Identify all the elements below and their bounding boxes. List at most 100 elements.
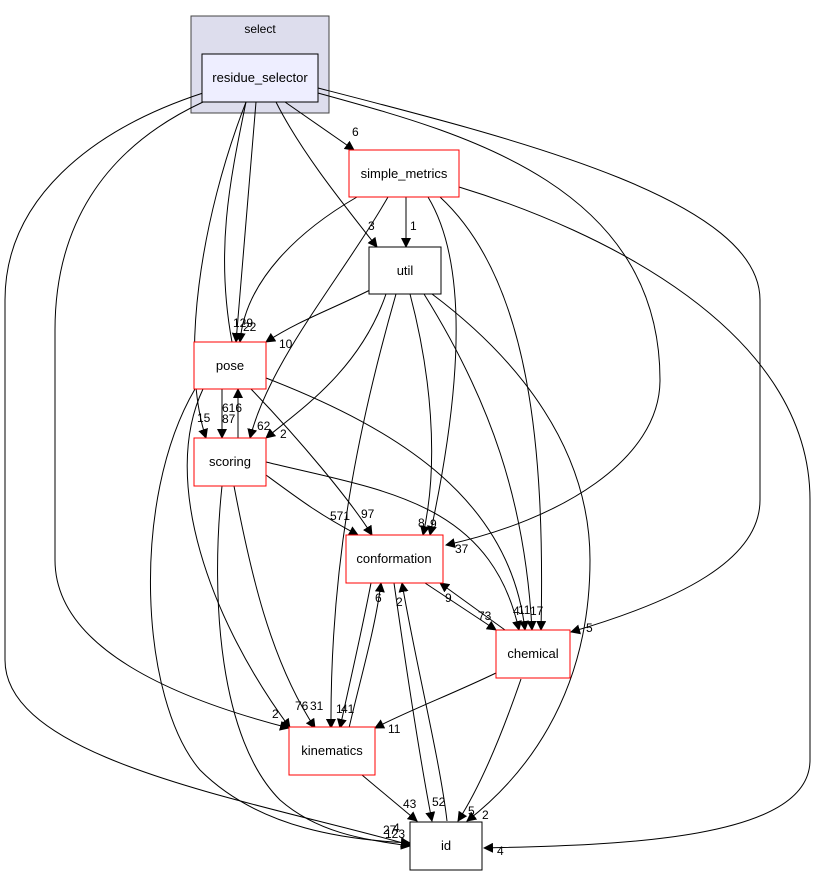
edge-label: 15 [197, 411, 211, 425]
edge-label: 4 [497, 844, 504, 858]
edge-chemical-id[interactable] [457, 678, 522, 822]
node-conformation[interactable]: conformation [345, 534, 444, 584]
edge-util-chemical[interactable] [423, 293, 537, 631]
edge-simple_metrics-scoring[interactable] [247, 196, 389, 439]
node-residue_selector[interactable]: residue_selector [201, 53, 319, 103]
node-label: id [441, 838, 451, 853]
node-simple_metrics[interactable]: simple_metrics [348, 149, 460, 198]
edge-residue_selector-pose[interactable] [231, 101, 257, 343]
edge-label: 27 [383, 823, 397, 837]
edge-scoring-id[interactable] [217, 485, 411, 850]
edge-label: 8 [418, 516, 425, 530]
edge-util-id[interactable] [431, 293, 591, 822]
edge-residue_selector-conformation[interactable] [317, 92, 661, 548]
node-box [368, 246, 442, 295]
node-label: residue_selector [212, 70, 308, 85]
edge-label: 1 [410, 219, 417, 233]
edge-label: 11 [518, 603, 531, 617]
edge-chemical-kinematics[interactable] [374, 672, 497, 729]
edge-label: 31 [310, 699, 324, 713]
node-box [201, 53, 319, 103]
edge-residue_selector-util[interactable] [275, 101, 378, 248]
edge-label: 571 [330, 509, 350, 523]
edge-util-kinematics[interactable] [325, 293, 397, 729]
edge-label: 11 [388, 722, 401, 736]
edge-pose-chemical[interactable] [265, 377, 529, 631]
edge-scoring-conformation[interactable] [265, 474, 359, 536]
node-id[interactable]: id [409, 821, 483, 871]
edge-residue_selector-chemical[interactable] [317, 87, 761, 635]
node-box [409, 821, 483, 871]
edge-label: 2 [482, 808, 489, 822]
edge-conformation-kinematics[interactable] [336, 582, 372, 729]
cluster-label: select [244, 22, 276, 36]
edge-label: 87 [222, 412, 236, 426]
edge-conformation-chemical[interactable] [424, 582, 497, 631]
node-label: pose [216, 358, 244, 373]
node-label: chemical [507, 646, 558, 661]
node-label: simple_metrics [361, 166, 448, 181]
edges: 6 3 129 15 37 5 2 27 1 22 62 9 [4, 87, 811, 858]
edge-label: 3 [368, 219, 375, 233]
node-pose[interactable]: pose [193, 341, 267, 390]
edge-label: 62 [257, 419, 271, 433]
edge-label: 4 [393, 821, 400, 835]
node-util[interactable]: util [368, 246, 442, 295]
edge-kinematics-conformation[interactable] [348, 582, 385, 729]
edge-label: 2 [280, 427, 287, 441]
node-kinematics[interactable]: kinematics [288, 726, 376, 776]
node-label: conformation [356, 551, 431, 566]
edge-residue_selector-kinematics[interactable] [54, 101, 290, 731]
edge-label: 4 [513, 604, 520, 618]
edge-residue_selector-pose-2[interactable] [223, 101, 247, 343]
edge-label: 2 [272, 707, 279, 721]
edge-simple_metrics-id[interactable] [458, 186, 811, 853]
node-box [495, 629, 571, 679]
edge-residue_selector-id[interactable] [4, 92, 411, 848]
edge-label: 123 [385, 827, 405, 841]
edge-conformation-id[interactable] [393, 582, 436, 822]
node-label: kinematics [301, 743, 363, 758]
node-box [288, 726, 376, 776]
edge-label: 5 [586, 621, 593, 635]
edge-kinematics-id[interactable] [361, 774, 418, 822]
edge-label: 9 [430, 517, 437, 531]
node-chemical[interactable]: chemical [495, 629, 571, 679]
edge-label: 43 [403, 797, 417, 811]
node-label: util [397, 263, 414, 278]
edge-label: 5 [468, 804, 475, 818]
edge-label: 17 [530, 604, 544, 618]
edge-label: 1 [336, 702, 343, 716]
edge-simple_metrics-chemical[interactable] [439, 196, 547, 631]
edge-scoring-chemical[interactable] [265, 461, 522, 631]
edge-label: 10 [279, 337, 293, 351]
edge-label: 616 [222, 401, 242, 415]
edge-chemical-conformation[interactable] [439, 582, 506, 631]
edge-util-conformation[interactable] [409, 293, 433, 536]
edge-pose-conformation[interactable] [250, 388, 373, 536]
node-box [193, 437, 267, 487]
node-box [348, 149, 460, 198]
edge-simple_metrics-pose[interactable] [235, 196, 358, 343]
node-box [345, 534, 444, 584]
edge-util-pose[interactable] [265, 289, 371, 343]
edge-scoring-kinematics[interactable] [233, 485, 316, 729]
node-scoring[interactable]: scoring [193, 437, 267, 487]
edge-id-conformation[interactable] [398, 582, 448, 822]
edge-label: 22 [243, 320, 257, 334]
node-label: scoring [209, 454, 251, 469]
edge-residue_selector-simple_metrics[interactable] [284, 101, 355, 151]
edge-util-scoring[interactable] [265, 293, 387, 439]
edge-label: 97 [361, 507, 375, 521]
edge-label: 41 [341, 702, 355, 716]
edge-label: 52 [432, 795, 446, 809]
edge-label: 6 [375, 591, 382, 605]
edge-simple_metrics-conformation[interactable] [427, 196, 457, 536]
edge-residue_selector-scoring[interactable] [194, 101, 247, 439]
edge-label: 2 [396, 595, 403, 609]
edge-label: 37 [455, 542, 469, 556]
edge-pose-id[interactable] [149, 388, 411, 848]
edge-pose-kinematics[interactable] [186, 388, 291, 729]
edge-label: 9 [445, 591, 452, 605]
